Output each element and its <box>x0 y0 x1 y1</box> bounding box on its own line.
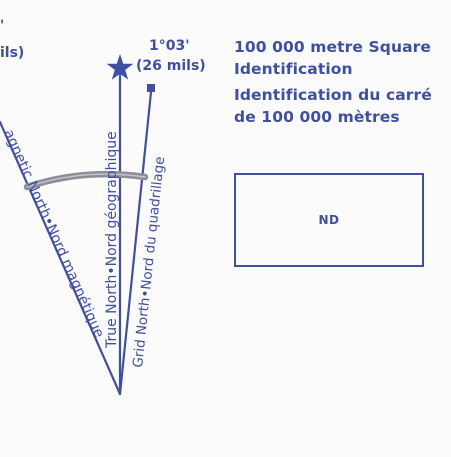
declination-arc <box>23 170 149 191</box>
star-icon <box>106 54 134 80</box>
identification-heading: 100 000 metre Square Identification Iden… <box>234 36 444 128</box>
angle-label: 1°03' <box>149 38 190 54</box>
identification-line-4: de 100 000 mètres <box>234 108 400 126</box>
declination-arc-highlight <box>26 173 146 188</box>
identification-line-1: 100 000 metre Square <box>234 38 432 56</box>
identification-box-value: ND <box>318 213 340 227</box>
identification-line-2: Identification <box>234 60 353 78</box>
grid-north-line <box>118 90 153 396</box>
identification-line-3: Identification du carré <box>234 86 432 104</box>
diagram-lines <box>0 66 153 396</box>
magnetic-north-label: agnetic North•Nord magnétique <box>0 127 107 340</box>
true-north-label: True North•Nord géographique <box>104 131 120 349</box>
magnetic-north-line <box>0 120 122 396</box>
angle-mils-label: (26 mils) <box>136 58 206 74</box>
grid-north-label: Grid North•Nord du quadrillage <box>130 156 168 369</box>
square-marker-icon <box>147 84 155 92</box>
clipped-left-label: ils) <box>0 45 24 61</box>
clipped-top-left-mark: ' <box>0 18 4 34</box>
identification-box: ND <box>234 173 424 267</box>
